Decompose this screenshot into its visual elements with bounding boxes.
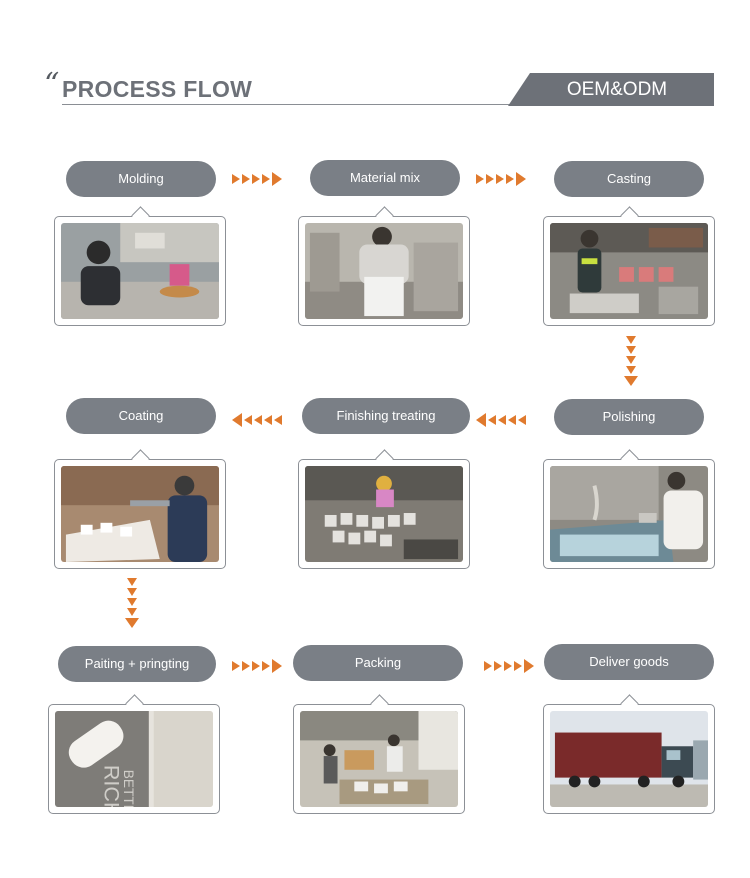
svg-text:RICH: RICH	[99, 765, 124, 807]
step-finishing-treating-label: Finishing treating	[302, 398, 470, 434]
step-molding-label: Molding	[66, 161, 216, 197]
step-packing-label: Packing	[293, 645, 463, 681]
page-title: PROCESS FLOW	[62, 76, 253, 102]
paiting-pringting-photo: BETTER RICH	[55, 711, 213, 807]
header-divider	[62, 104, 522, 105]
arrow-left-2	[476, 413, 526, 427]
arrow-right-2	[476, 172, 526, 186]
step-finishing-treating-photo-frame	[298, 449, 470, 569]
step-paiting-pringting-label: Paiting + pringting	[58, 646, 216, 682]
casting-photo	[550, 223, 708, 319]
arrow-down-2	[125, 578, 139, 628]
step-casting-label: Casting	[554, 161, 704, 197]
arrow-down-1	[624, 336, 638, 386]
step-material-mix-label: Material mix	[310, 160, 460, 196]
packing-photo	[300, 711, 458, 807]
step-molding-photo-frame	[54, 206, 226, 326]
material-mix-photo	[305, 223, 463, 319]
svg-text:BETTER: BETTER	[121, 770, 136, 807]
arrow-right-3	[232, 659, 282, 673]
step-deliver-goods-photo-frame	[543, 694, 715, 814]
step-polishing-photo-frame	[543, 449, 715, 569]
arrow-right-1	[232, 172, 282, 186]
step-polishing-label: Polishing	[554, 399, 704, 435]
step-coating-label: Coating	[66, 398, 216, 434]
molding-photo	[61, 223, 219, 319]
arrow-right-4	[484, 659, 534, 673]
oem-odm-badge: OEM&ODM	[508, 73, 714, 106]
step-deliver-goods-label: Deliver goods	[544, 644, 714, 680]
arrow-left-1	[232, 413, 282, 427]
header-quote-mark: “	[44, 67, 60, 102]
step-paiting-pringting-photo-frame: BETTER RICH	[48, 694, 220, 814]
step-material-mix-photo-frame	[298, 206, 470, 326]
finishing-treating-photo	[305, 466, 463, 562]
step-casting-photo-frame	[543, 206, 715, 326]
step-packing-photo-frame	[293, 694, 465, 814]
deliver-goods-photo	[550, 711, 708, 807]
polishing-photo	[550, 466, 708, 562]
coating-photo	[61, 466, 219, 562]
step-coating-photo-frame	[54, 449, 226, 569]
